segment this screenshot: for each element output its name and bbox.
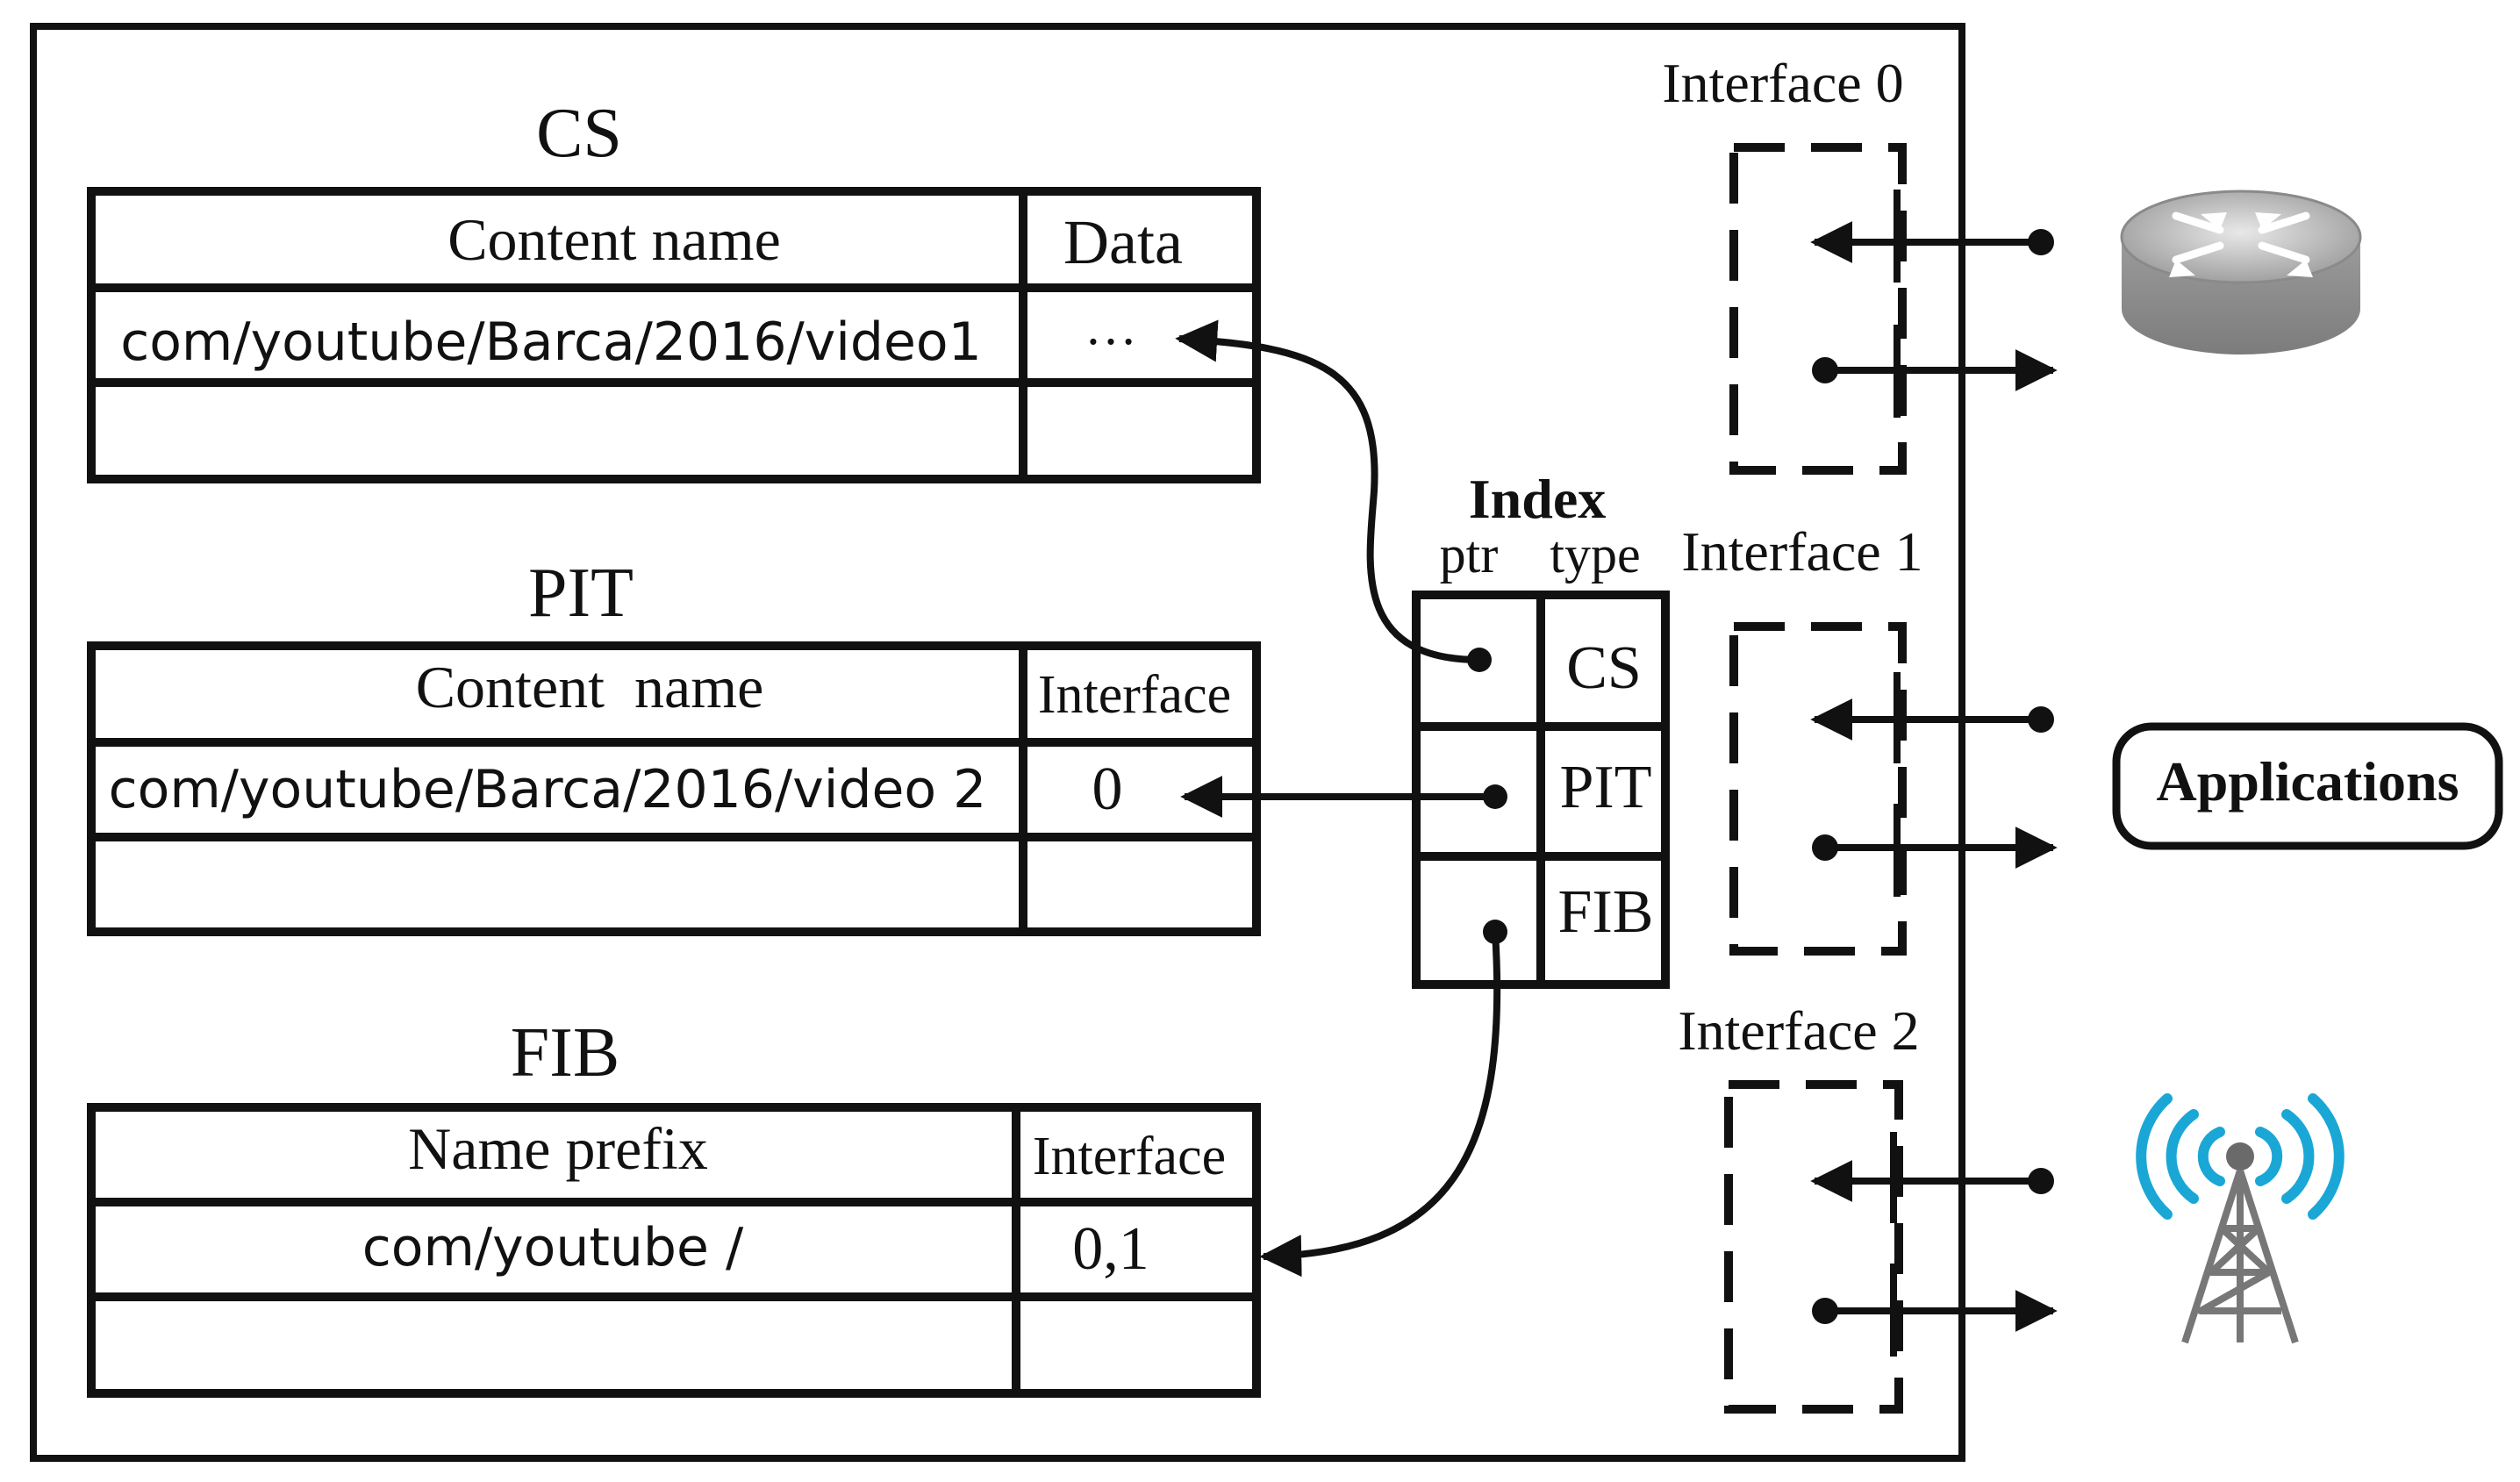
index-col-ptr: ptr [1440,526,1499,583]
cs-header-data: Data [1063,207,1183,277]
pit-row-content-name: com/youtube/Barca/2016/video 2 [109,759,987,820]
fib-row-name-prefix: com/youtube / [362,1217,744,1278]
router-icon [2120,190,2362,354]
cs-table-title: CS [536,95,622,172]
interface-1: Interface 1 [1681,520,2058,956]
pit-table-title: PIT [528,555,634,632]
pit-header-content-name: Content name [416,654,764,720]
fib-header-interface: Interface [1033,1127,1226,1186]
fib-header-name-prefix: Name prefix [408,1115,708,1182]
node-frame [30,23,1965,1462]
fib-row-interface: 0,1 [1072,1215,1149,1283]
index-to-cs-arrow [1175,319,1480,663]
interface-2: Interface 2 [1678,999,2058,1414]
applications-box: Applications [2112,722,2503,850]
fib-table: FIB Name prefix Interface com/youtube / … [87,1014,1261,1398]
antenna-tower-icon [2136,1093,2345,1344]
index-col-type: type [1550,526,1640,583]
interface-0: Interface 0 [1662,52,2058,475]
fib-table-title: FIB [511,1014,620,1092]
applications-label: Applications [2157,750,2459,813]
interface-1-box [1729,622,1907,956]
pit-table: PIT Content name Interface com/youtube/B… [87,555,1261,936]
index-type-fib: FIB [1558,878,1654,946]
index-type-cs: CS [1566,634,1642,702]
cs-row-data: … [1085,297,1137,355]
interface-0-box [1729,143,1907,475]
interface-2-label: Interface 2 [1678,999,1919,1062]
cs-table: CS Content name Data com/youtube/Barca/2… [87,95,1261,483]
interface-0-label: Interface 0 [1662,52,1903,114]
index-title: Index [1469,468,1607,530]
index-type-pit: PIT [1560,754,1652,821]
index-to-fib-arrow [1259,931,1501,1278]
interface-2-box [1724,1080,1903,1414]
cs-header-content-name: Content name [447,206,781,273]
cs-row-content-name: com/youtube/Barca/2016/video1 [120,311,982,373]
pit-header-interface: Interface [1038,665,1231,725]
index-table: Index ptr type CS PIT FIB [1412,468,1670,989]
interface-1-label: Interface 1 [1681,520,1922,583]
pit-row-interface: 0 [1092,755,1123,823]
